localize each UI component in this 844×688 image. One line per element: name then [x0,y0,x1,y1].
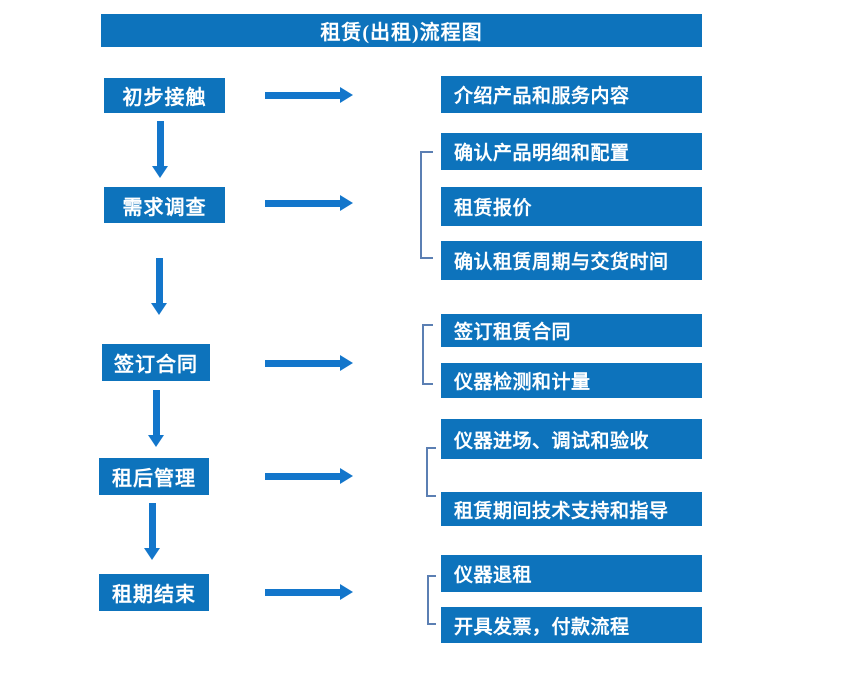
detail-box-technical-support: 租赁期间技术支持和指导 [441,492,702,526]
detail-box-rental-quote: 租赁报价 [441,187,702,226]
arrow-shaft [148,503,156,548]
right-arrow-4 [265,468,353,484]
right-arrow-1 [265,87,353,103]
detail-label: 介绍产品和服务内容 [454,86,630,107]
arrow-head-icon [340,355,353,371]
down-arrow-4 [144,503,160,560]
step-label: 租期结束 [112,584,196,606]
page-title: 租赁(出租)流程图 [320,22,483,44]
detail-box-confirm-product-details: 确认产品明细和配置 [441,133,702,170]
detail-label: 仪器检测和计量 [454,372,591,393]
detail-box-sign-rental-contract: 签订租赁合同 [441,314,702,347]
arrow-shaft [265,199,340,207]
bracket-sign-contract-group [422,324,433,385]
down-arrow-1 [152,121,168,178]
arrow-shaft [156,121,164,166]
detail-label: 开具发票，付款流程 [454,616,630,638]
step-label: 初步接触 [122,87,207,109]
step-box-rental-end: 租期结束 [99,574,209,611]
detail-label: 租赁期间技术支持和指导 [454,500,669,522]
arrow-shaft [265,472,340,480]
down-arrow-2 [151,258,167,315]
detail-label: 签订租赁合同 [454,322,572,343]
step-label: 签订合同 [114,354,198,376]
detail-box-instrument-return: 仪器退租 [441,555,702,592]
step-label: 需求调查 [122,196,207,219]
arrow-head-icon [151,303,167,315]
step-box-initial-contact: 初步接触 [104,78,225,113]
title-bar: 租赁(出租)流程图 [101,14,702,47]
arrow-head-icon [148,435,164,447]
detail-box-instrument-testing: 仪器检测和计量 [441,363,702,398]
detail-box-instrument-setup-acceptance: 仪器进场、调试和验收 [441,419,702,459]
step-box-sign-contract: 签订合同 [102,344,210,381]
arrow-shaft [265,359,340,367]
bracket-demand-survey-group [420,151,433,259]
arrow-head-icon [144,548,160,560]
arrow-head-icon [340,584,353,600]
arrow-head-icon [340,195,353,211]
detail-label: 确认租赁周期与交货时间 [454,252,669,273]
detail-label: 仪器退租 [454,565,533,586]
arrow-shaft [265,588,340,596]
arrow-shaft [152,390,160,435]
detail-box-introduce-products: 介绍产品和服务内容 [441,76,702,113]
detail-box-confirm-period-delivery: 确认租赁周期与交货时间 [441,241,702,280]
down-arrow-3 [148,390,164,447]
arrow-shaft [265,91,340,99]
right-arrow-2 [265,195,353,211]
bracket-post-rental-group [426,447,436,497]
detail-label: 租赁报价 [454,198,533,219]
arrow-shaft [155,258,163,303]
bracket-rental-end-group [427,575,436,625]
right-arrow-5 [265,584,353,600]
detail-label: 确认产品明细和配置 [454,143,630,164]
arrow-head-icon [340,87,353,103]
detail-box-invoice-payment: 开具发票，付款流程 [441,607,702,643]
step-box-post-rental-management: 租后管理 [99,458,209,495]
step-label: 租后管理 [112,468,196,490]
detail-label: 仪器进场、调试和验收 [454,430,650,452]
arrow-head-icon [340,468,353,484]
arrow-head-icon [152,166,168,178]
right-arrow-3 [265,355,353,371]
step-box-demand-survey: 需求调查 [104,187,225,223]
